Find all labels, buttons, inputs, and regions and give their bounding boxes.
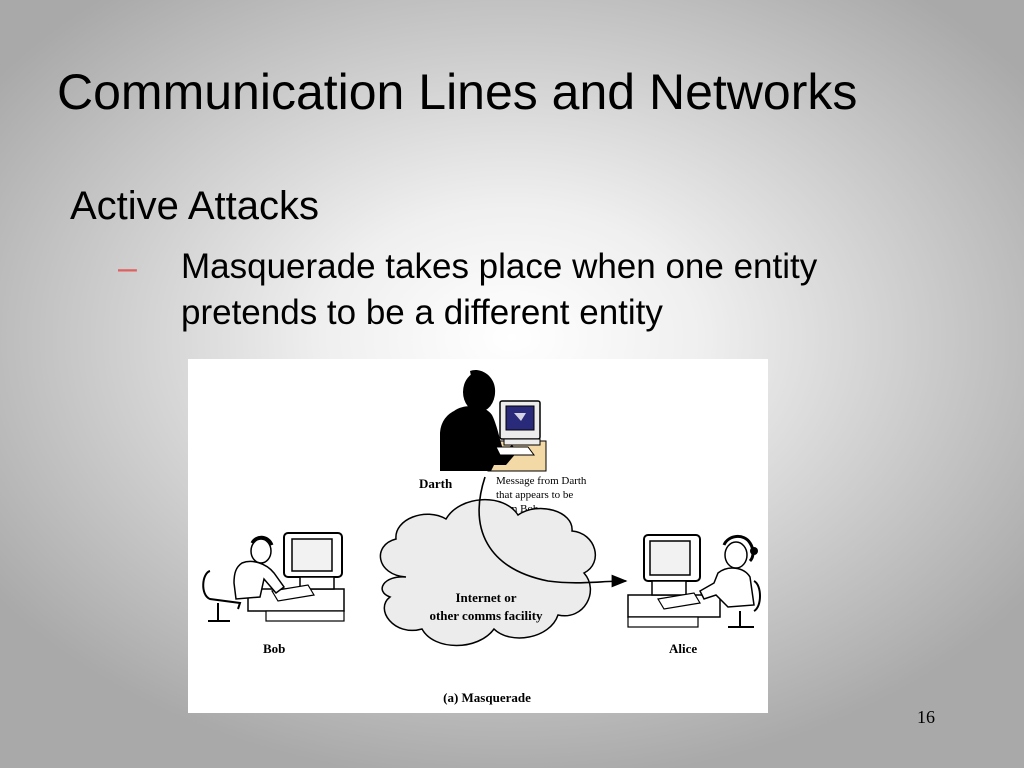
slide-title: Communication Lines and Networks xyxy=(57,64,858,120)
cloud-line-2: other comms facility xyxy=(429,608,543,623)
alice-figure xyxy=(627,534,761,628)
bullet-active-attacks: Active Attacks xyxy=(70,184,319,228)
internet-cloud xyxy=(379,499,596,647)
figure-caption: (a) Masquerade xyxy=(443,690,531,705)
subbullet-line-2: pretends to be a different entity xyxy=(181,293,663,332)
page-number: 16 xyxy=(917,707,935,727)
cloud-line-1: Internet or xyxy=(455,590,516,605)
masquerade-diagram: Darth Message from Darth that appears to… xyxy=(188,359,768,713)
bob-figure xyxy=(202,532,345,622)
message-line-2: that appears to be xyxy=(496,489,573,501)
bob-label: Bob xyxy=(263,641,285,656)
subbullet-dash: – xyxy=(118,249,137,287)
darth-figure xyxy=(440,369,547,472)
masquerade-arrow xyxy=(478,476,628,588)
darth-label: Darth xyxy=(419,476,453,491)
alice-label: Alice xyxy=(669,641,697,656)
masquerade-diagram-svg: Darth Message from Darth that appears to… xyxy=(202,369,761,705)
subbullet-line-1: Masquerade takes place when one entity xyxy=(181,247,818,286)
message-line-1: Message from Darth xyxy=(496,475,587,487)
subbullet-masquerade: Masquerade takes place when one entity p… xyxy=(181,244,817,336)
